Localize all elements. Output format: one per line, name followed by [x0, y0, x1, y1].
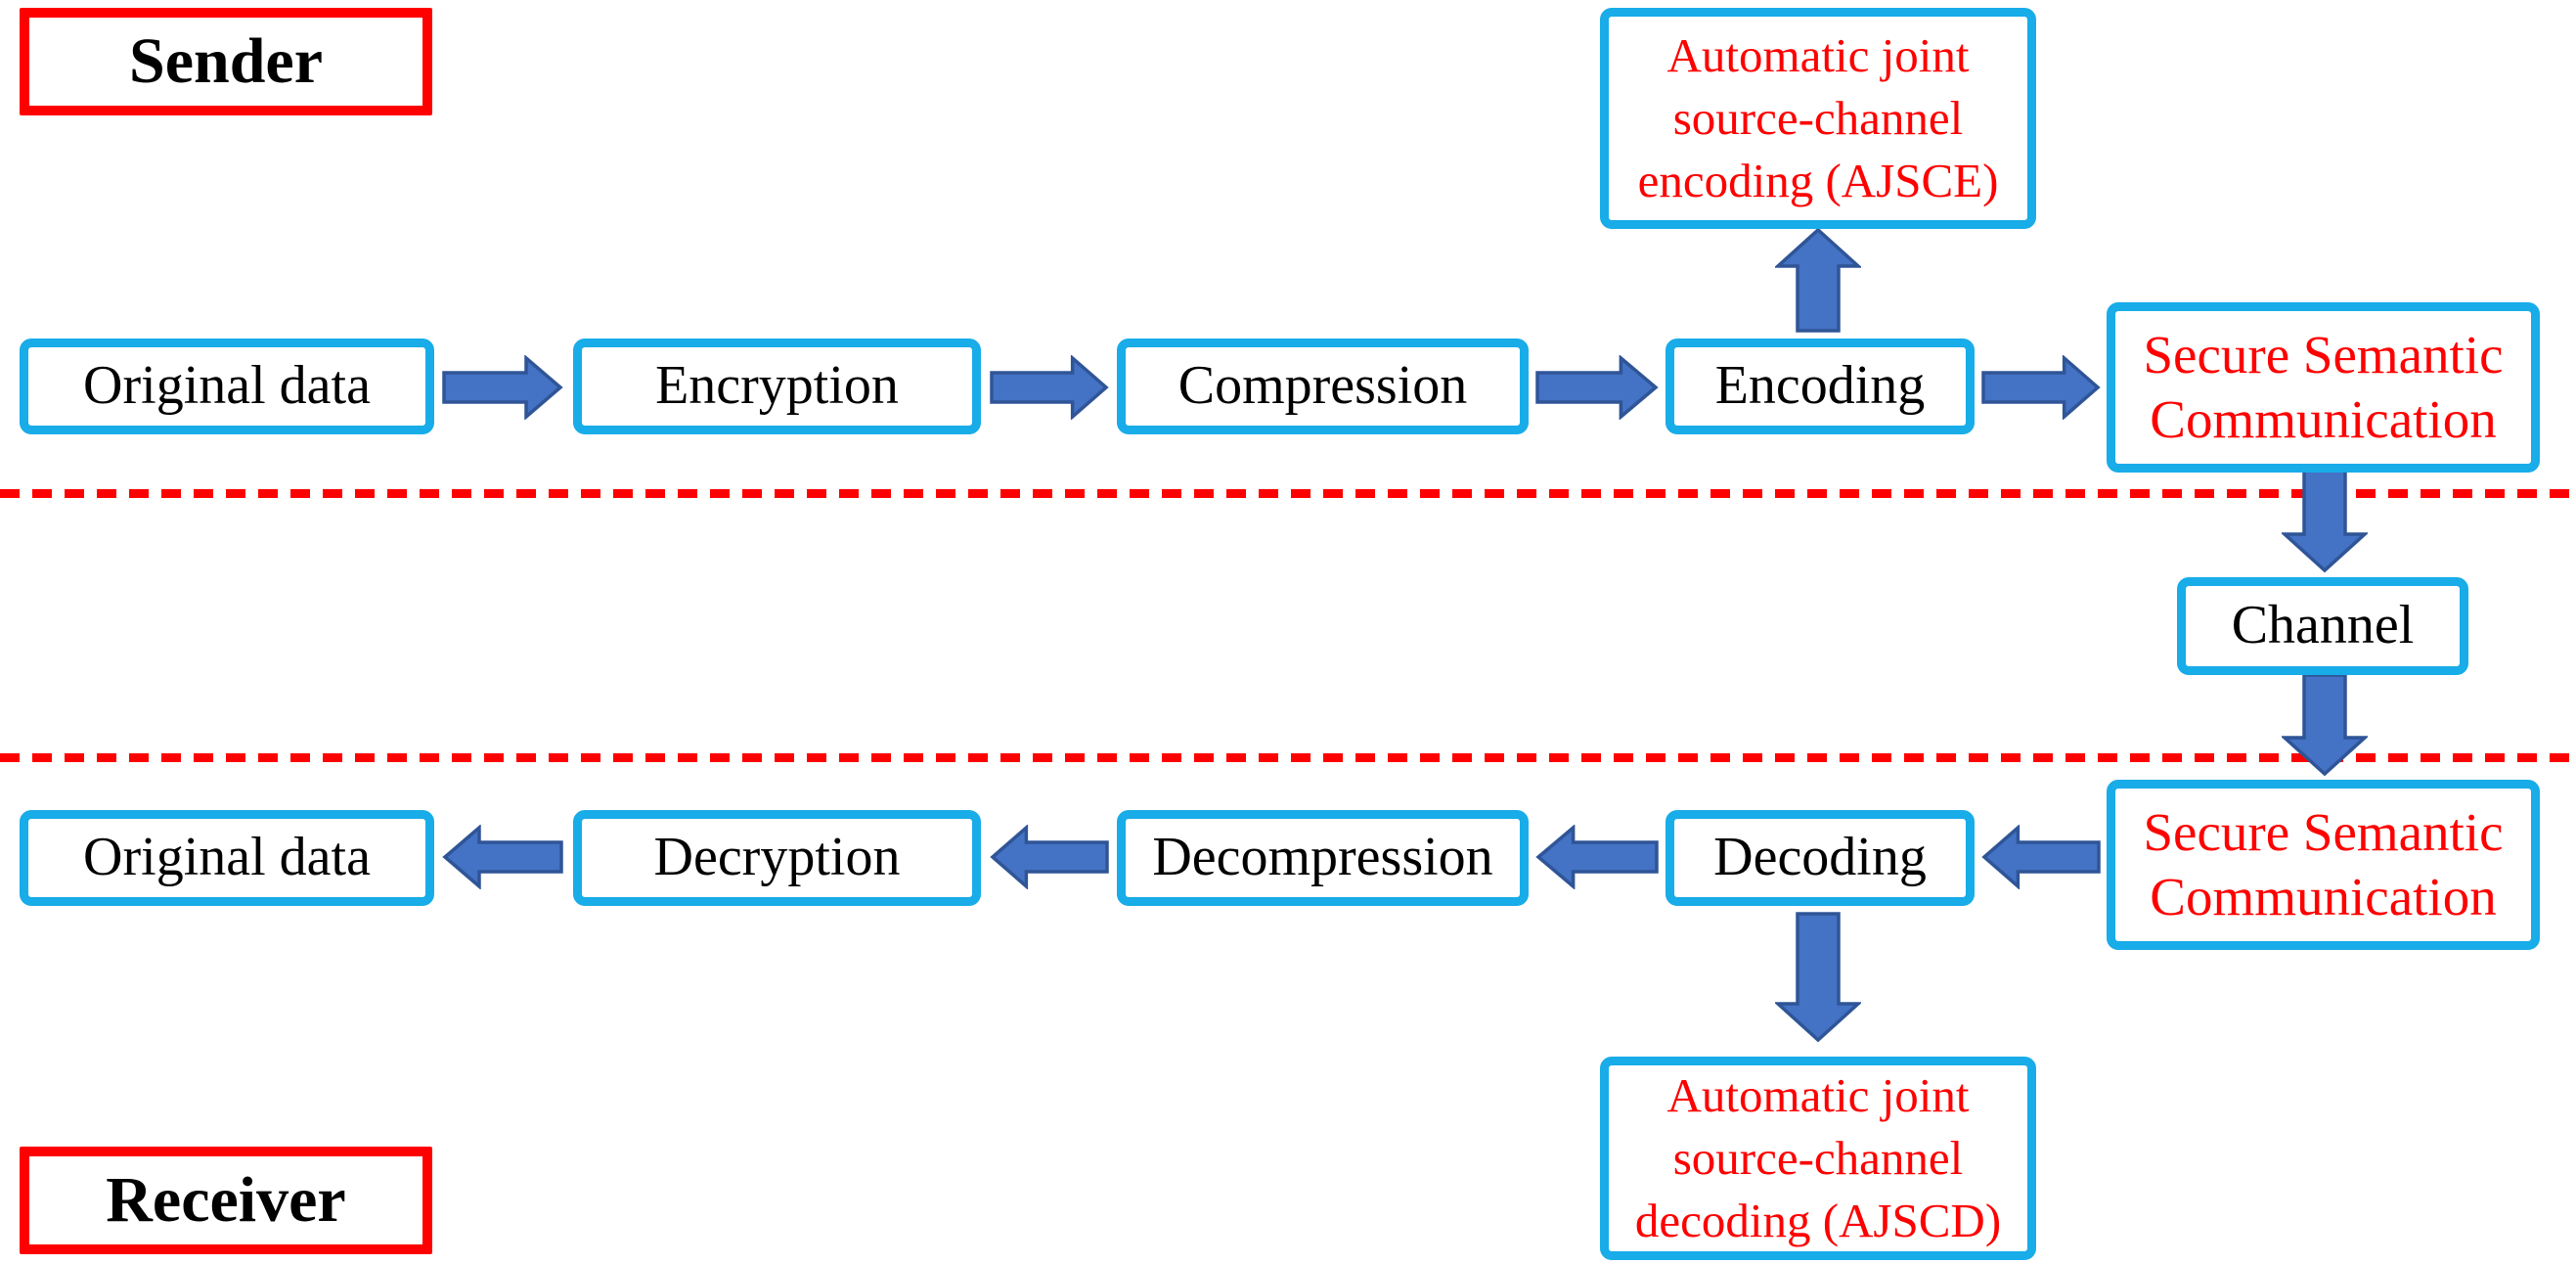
box-decompression: Decompression — [1117, 810, 1529, 906]
receiver-boundary-dashed-line — [0, 753, 2576, 762]
arrow-down-icon — [2282, 673, 2368, 777]
arrow-left-icon — [442, 825, 563, 889]
receiver-label-box: Receiver — [20, 1147, 432, 1254]
sender-label-box: Sender — [20, 8, 432, 115]
arrow-right-icon — [990, 355, 1109, 420]
box-ajscd: Automatic joint source-channel decoding … — [1600, 1057, 2036, 1260]
box-channel: Channel — [2177, 577, 2468, 675]
arrow-left-icon — [1981, 825, 2101, 889]
sender-label: Sender — [129, 25, 323, 97]
box-original-data-receiver: Original data — [20, 810, 434, 906]
box-ajsce: Automatic joint source-channel encoding … — [1600, 8, 2036, 229]
sender-boundary-dashed-line — [0, 489, 2576, 498]
box-original-data-sender: Original data — [20, 339, 434, 434]
box-compression: Compression — [1117, 339, 1529, 434]
arrow-right-icon — [442, 355, 563, 420]
secure-semantic-communication-receiver-label: Secure Semantic Communication — [2143, 802, 2504, 926]
box-secure-semantic-communication-sender: Secure Semantic Communication — [2107, 302, 2540, 473]
secure-semantic-communication-sender-label: Secure Semantic Communication — [2143, 325, 2504, 449]
ajsce-label: Automatic joint source-channel encoding … — [1637, 28, 1999, 207]
box-encryption: Encryption — [573, 339, 981, 434]
arrow-up-icon — [1775, 227, 1861, 333]
arrow-left-icon — [1535, 825, 1659, 889]
box-decoding: Decoding — [1666, 810, 1975, 906]
arrow-left-icon — [990, 825, 1109, 889]
ajscd-label: Automatic joint source-channel decoding … — [1634, 1068, 2002, 1247]
arrow-right-icon — [1981, 355, 2101, 420]
receiver-label: Receiver — [106, 1164, 346, 1236]
arrow-right-icon — [1535, 355, 1659, 420]
box-encoding: Encoding — [1666, 339, 1975, 434]
arrow-down-icon — [2282, 468, 2368, 573]
arrow-down-icon — [1775, 912, 1861, 1043]
box-decryption: Decryption — [573, 810, 981, 906]
box-secure-semantic-communication-receiver: Secure Semantic Communication — [2107, 780, 2540, 950]
